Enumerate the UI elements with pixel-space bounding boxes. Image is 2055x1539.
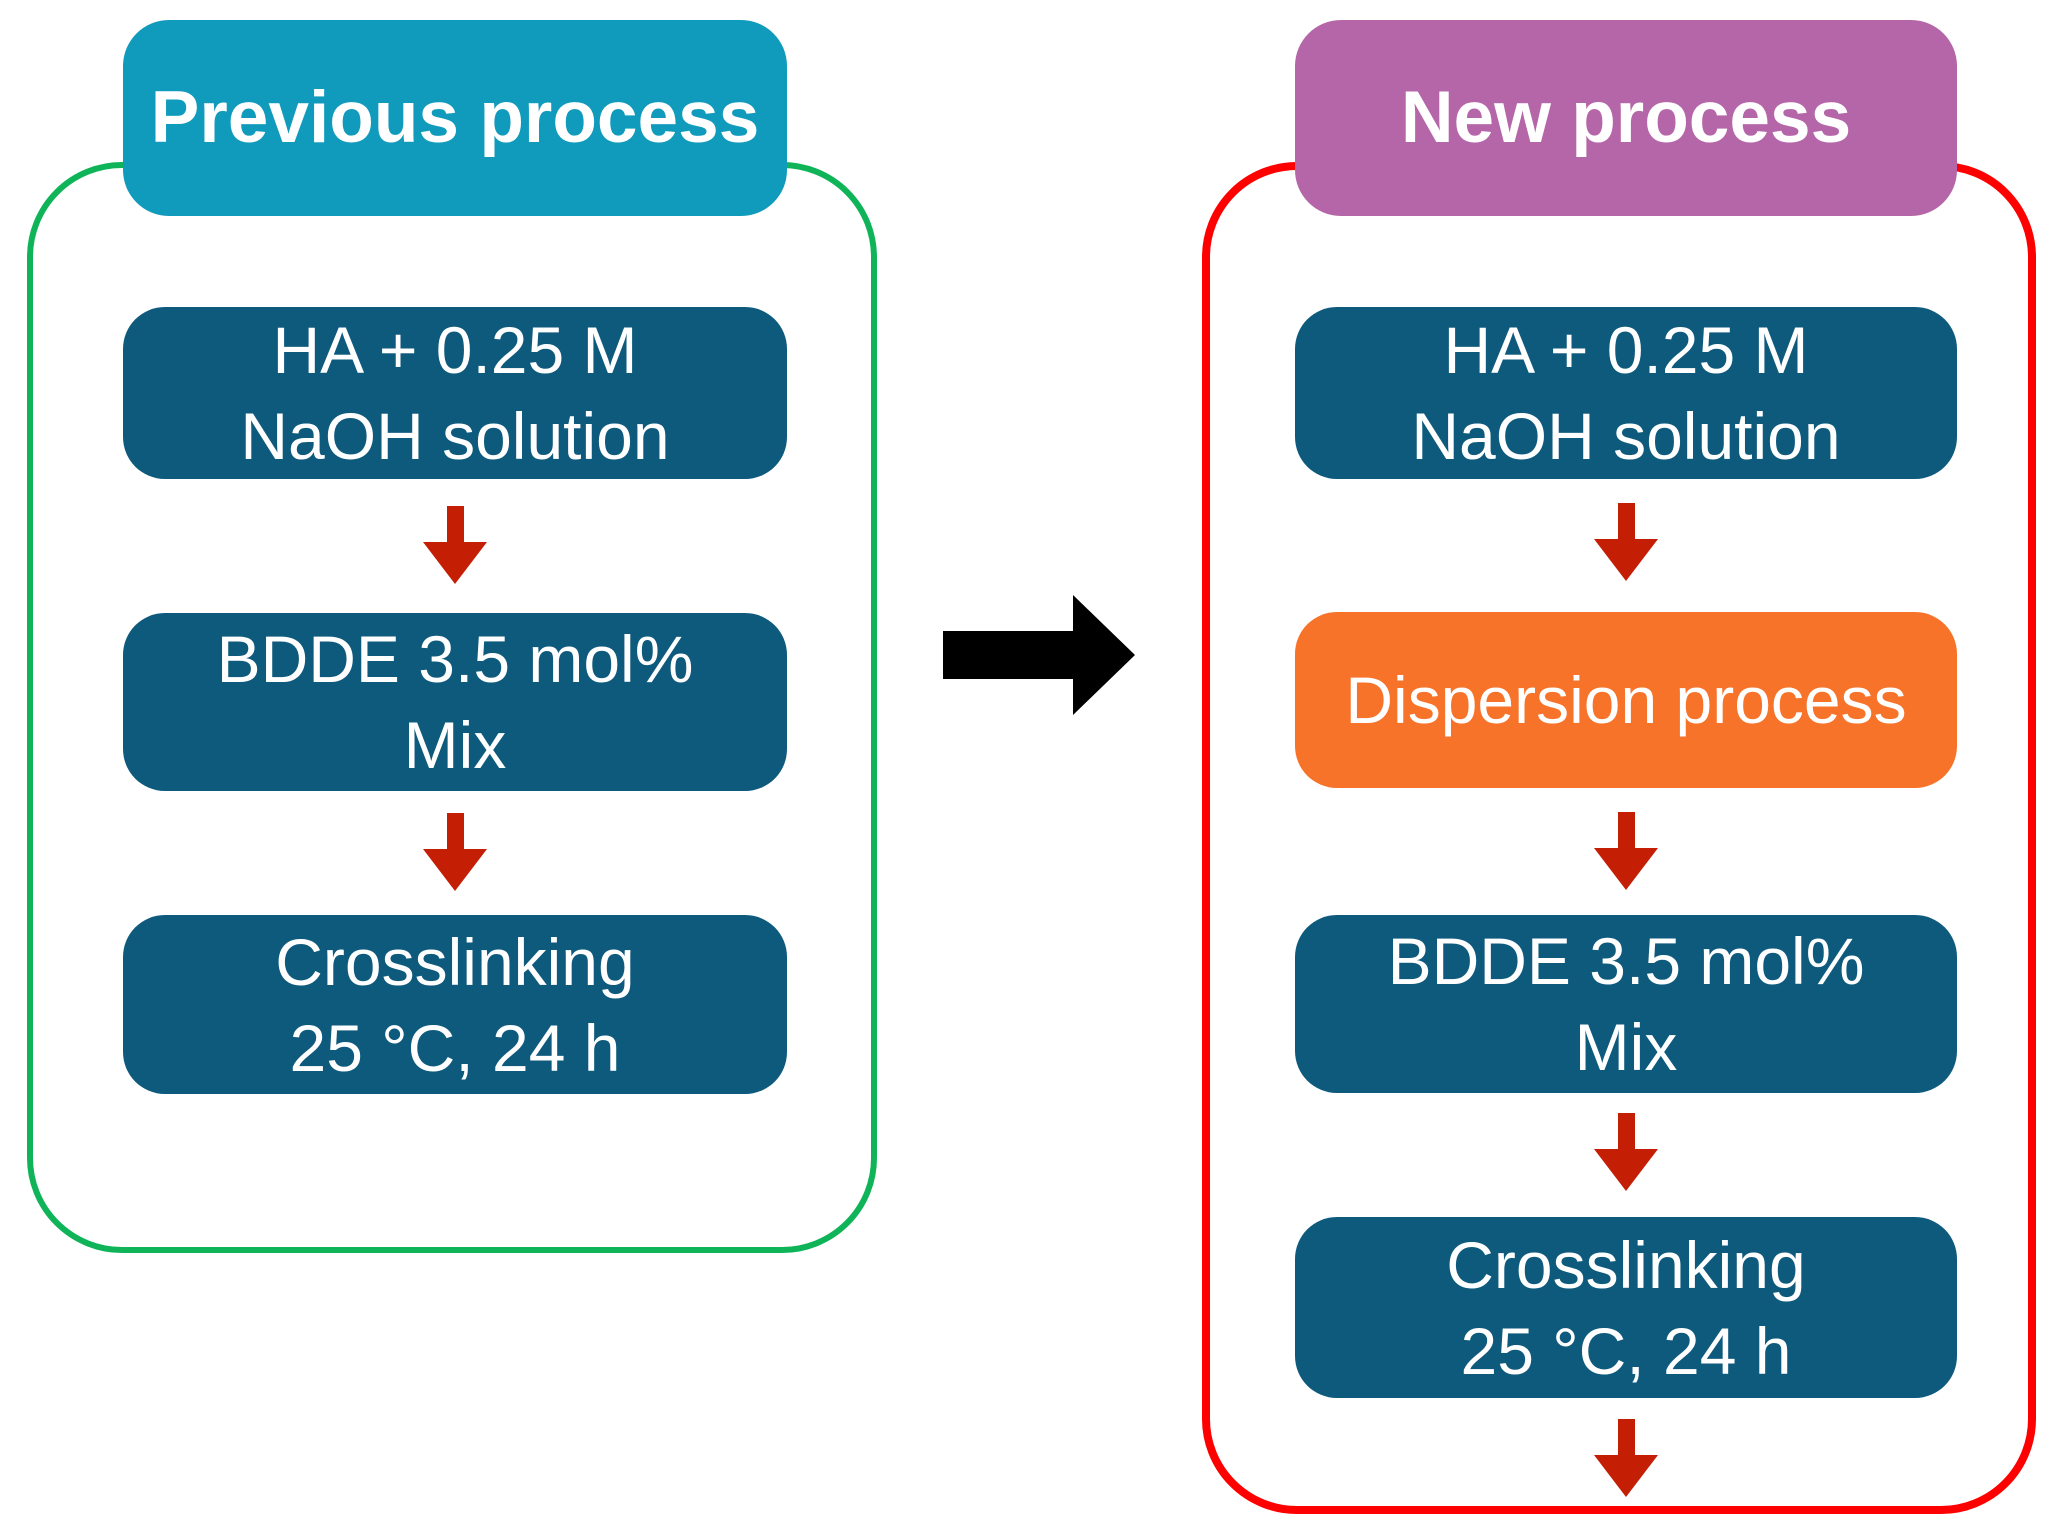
- down-arrow-icon: [1594, 812, 1658, 890]
- down-arrow-icon: [423, 813, 487, 891]
- step-label-line: Mix: [403, 708, 507, 782]
- step-label-line: HA + 0.25 M: [272, 313, 638, 387]
- right-arrow-shape: [943, 595, 1135, 715]
- step-label-line: BDDE 3.5 mol%: [1387, 924, 1865, 998]
- step-label-line: 25 °C, 24 h: [1460, 1313, 1792, 1388]
- down-arrow-icon: [1594, 503, 1658, 581]
- step-label-line: 25 °C, 24 h: [289, 1010, 621, 1085]
- new-step-dispersion: Dispersion process: [1295, 612, 1957, 788]
- previous-step-crosslinking: Crosslinking 25 °C, 24 h: [123, 915, 787, 1094]
- previous-step-bdde: BDDE 3.5 mol% Mix: [123, 613, 787, 791]
- down-arrow-icon: [423, 506, 487, 584]
- new-step-crosslinking: Crosslinking 25 °C, 24 h: [1295, 1217, 1957, 1398]
- down-arrow-icon: [1594, 1113, 1658, 1191]
- previous-process-title: Previous process: [150, 77, 760, 158]
- new-process-header: New process: [1295, 20, 1957, 216]
- new-step-bdde: BDDE 3.5 mol% Mix: [1295, 915, 1957, 1093]
- step-label-line: Crosslinking: [275, 924, 635, 999]
- right-arrow-icon: [943, 595, 1135, 715]
- previous-process-header: Previous process: [123, 20, 787, 216]
- step-label-line: Dispersion process: [1345, 663, 1907, 737]
- new-process-title: New process: [1400, 77, 1852, 158]
- previous-step-naoh: HA + 0.25 M NaOH solution: [123, 307, 787, 479]
- down-arrow-icon: [1594, 1419, 1658, 1497]
- step-label-line: NaOH solution: [240, 399, 670, 473]
- step-label-line: NaOH solution: [1411, 399, 1841, 473]
- step-label-line: BDDE 3.5 mol%: [216, 622, 694, 696]
- new-step-naoh: HA + 0.25 M NaOH solution: [1295, 307, 1957, 479]
- step-label-line: HA + 0.25 M: [1443, 313, 1809, 387]
- step-label-line: Mix: [1574, 1010, 1678, 1084]
- step-label-line: Crosslinking: [1446, 1227, 1806, 1302]
